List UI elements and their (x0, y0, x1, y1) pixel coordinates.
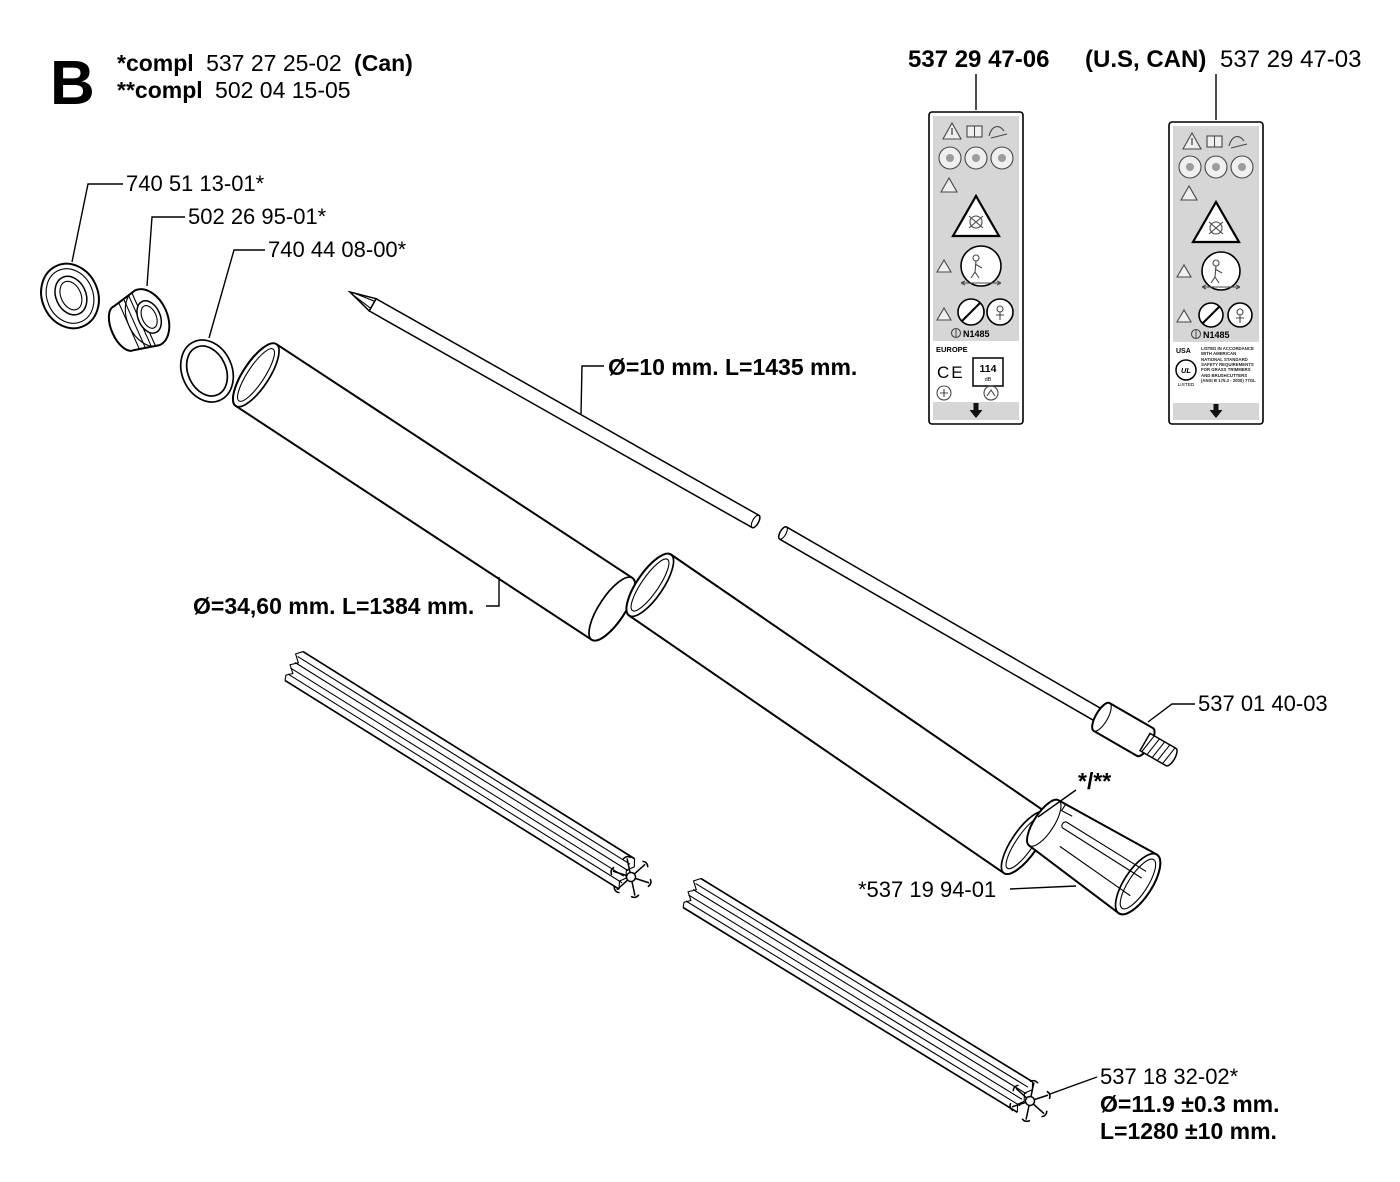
callout-liner-length: L=1280 ±10 mm. (1100, 1118, 1277, 1144)
drive-shaft-rear (777, 526, 1178, 767)
noise-value: 114 (980, 363, 997, 375)
cert-number-right: N1485 (1190, 328, 1230, 340)
callout-tube-dims: Ø=34,60 mm. L=1384 mm. (193, 593, 474, 619)
svg-text:UL: UL (1181, 366, 1191, 375)
small-warning-triangle-icon (1180, 184, 1198, 201)
listed-label: LISTED (1178, 382, 1195, 388)
callout-collar: 502 26 95-01* (188, 204, 327, 229)
read-manual-icon (1182, 131, 1248, 150)
splined-tip (347, 290, 378, 313)
leader-tube-ref (1037, 789, 1077, 818)
read-manual-icon (942, 121, 1008, 140)
page-header: B *compl 537 27 25-02 (Can) **compl 502 … (50, 49, 413, 118)
warning-triangle-icon (951, 193, 1001, 238)
callout-shaft-dims: Ø=10 mm. L=1435 mm. (608, 354, 857, 380)
svg-text:N1485: N1485 (1203, 330, 1230, 340)
liner-tube-rear (682, 877, 1034, 1114)
callout-coupler: *537 19 94-01 (858, 877, 996, 902)
ul-mark-icon (1175, 359, 1197, 381)
small-warning-triangle-icon (940, 176, 958, 193)
leader-bearing (71, 183, 123, 263)
callout-bearing: 740 51 13-01* (126, 171, 265, 196)
compl-line-1: *compl 537 27 25-02 (Can) (117, 50, 413, 76)
leader-shaft-dims (580, 365, 604, 415)
coupler-sleeve (1026, 798, 1162, 916)
callout-tube-ref: */** (1078, 768, 1111, 794)
safety-decal-us-can: N1485 USA UL LISTED LISTED IN ACCORDANCE… (1168, 121, 1264, 425)
leader-end-fitting (1147, 703, 1195, 723)
leader-lines (71, 183, 1195, 1095)
prohibition-icons (1176, 302, 1253, 328)
region-label: EUROPE (936, 345, 968, 354)
cert-mark-icon (936, 385, 952, 401)
outer-tube-front (231, 342, 637, 642)
drive-shaft-front (347, 290, 761, 529)
bystander-distance-icon (1176, 251, 1241, 291)
callout-liner-diameter: Ø=11.9 ±0.3 mm. (1100, 1091, 1280, 1117)
leader-o-ring (208, 249, 265, 339)
noise-level-box (972, 357, 1004, 387)
bystander-distance-icon (936, 245, 1002, 287)
o-ring (179, 339, 235, 403)
ce-mark: CE (937, 363, 965, 382)
callout-labels: 740 51 13-01* 502 26 95-01* 740 44 08-00… (126, 171, 1328, 1144)
callout-liner: 537 18 32-02* (1100, 1064, 1239, 1089)
cert-mark-icon (983, 385, 999, 401)
outer-tube-rear (625, 552, 1050, 876)
down-arrow-icon (969, 403, 983, 418)
svg-text:N1485: N1485 (963, 329, 990, 339)
callout-o-ring: 740 44 08-00* (268, 237, 407, 262)
collar-nut (107, 288, 171, 352)
down-arrow-icon (1209, 404, 1223, 418)
callout-end-fitting: 537 01 40-03 (1198, 691, 1328, 716)
protective-equipment-icons (1178, 155, 1254, 179)
decal-left-header: 537 29 47-06 (908, 46, 1049, 73)
decal-cert-area-left: EUROPE CE 114 dB (936, 345, 1004, 401)
leader-liner (1049, 1076, 1098, 1095)
cert-number-left: N1485 (950, 327, 990, 339)
bearing-ring (40, 262, 100, 330)
liner-tube-front (284, 650, 636, 890)
noise-unit: dB (985, 377, 992, 383)
section-letter: B (50, 49, 95, 118)
leader-coupler (1009, 885, 1077, 890)
leader-collar (146, 216, 185, 287)
decal-cert-area-right: USA UL LISTED LISTED IN ACCORDANCE WITH … (1175, 346, 1256, 388)
liner-end-star-front (610, 855, 652, 899)
decal-right-header: (U.S, CAN) 537 29 47-03 (1085, 46, 1361, 73)
leader-tube-dims (486, 577, 500, 607)
liner-end-star-rear (1009, 1079, 1051, 1123)
prohibition-icons (936, 298, 1014, 326)
compl-line-2: **compl 502 04 15-05 (117, 77, 351, 103)
ansi-text-block: LISTED IN ACCORDANCE WITH AMERICAN NATIO… (1201, 346, 1256, 383)
protective-equipment-icons (938, 146, 1014, 170)
warning-triangle-icon (1191, 199, 1241, 244)
region-label: USA (1176, 348, 1191, 355)
safety-decal-europe: N1485 EUROPE CE 114 dB (928, 111, 1024, 425)
